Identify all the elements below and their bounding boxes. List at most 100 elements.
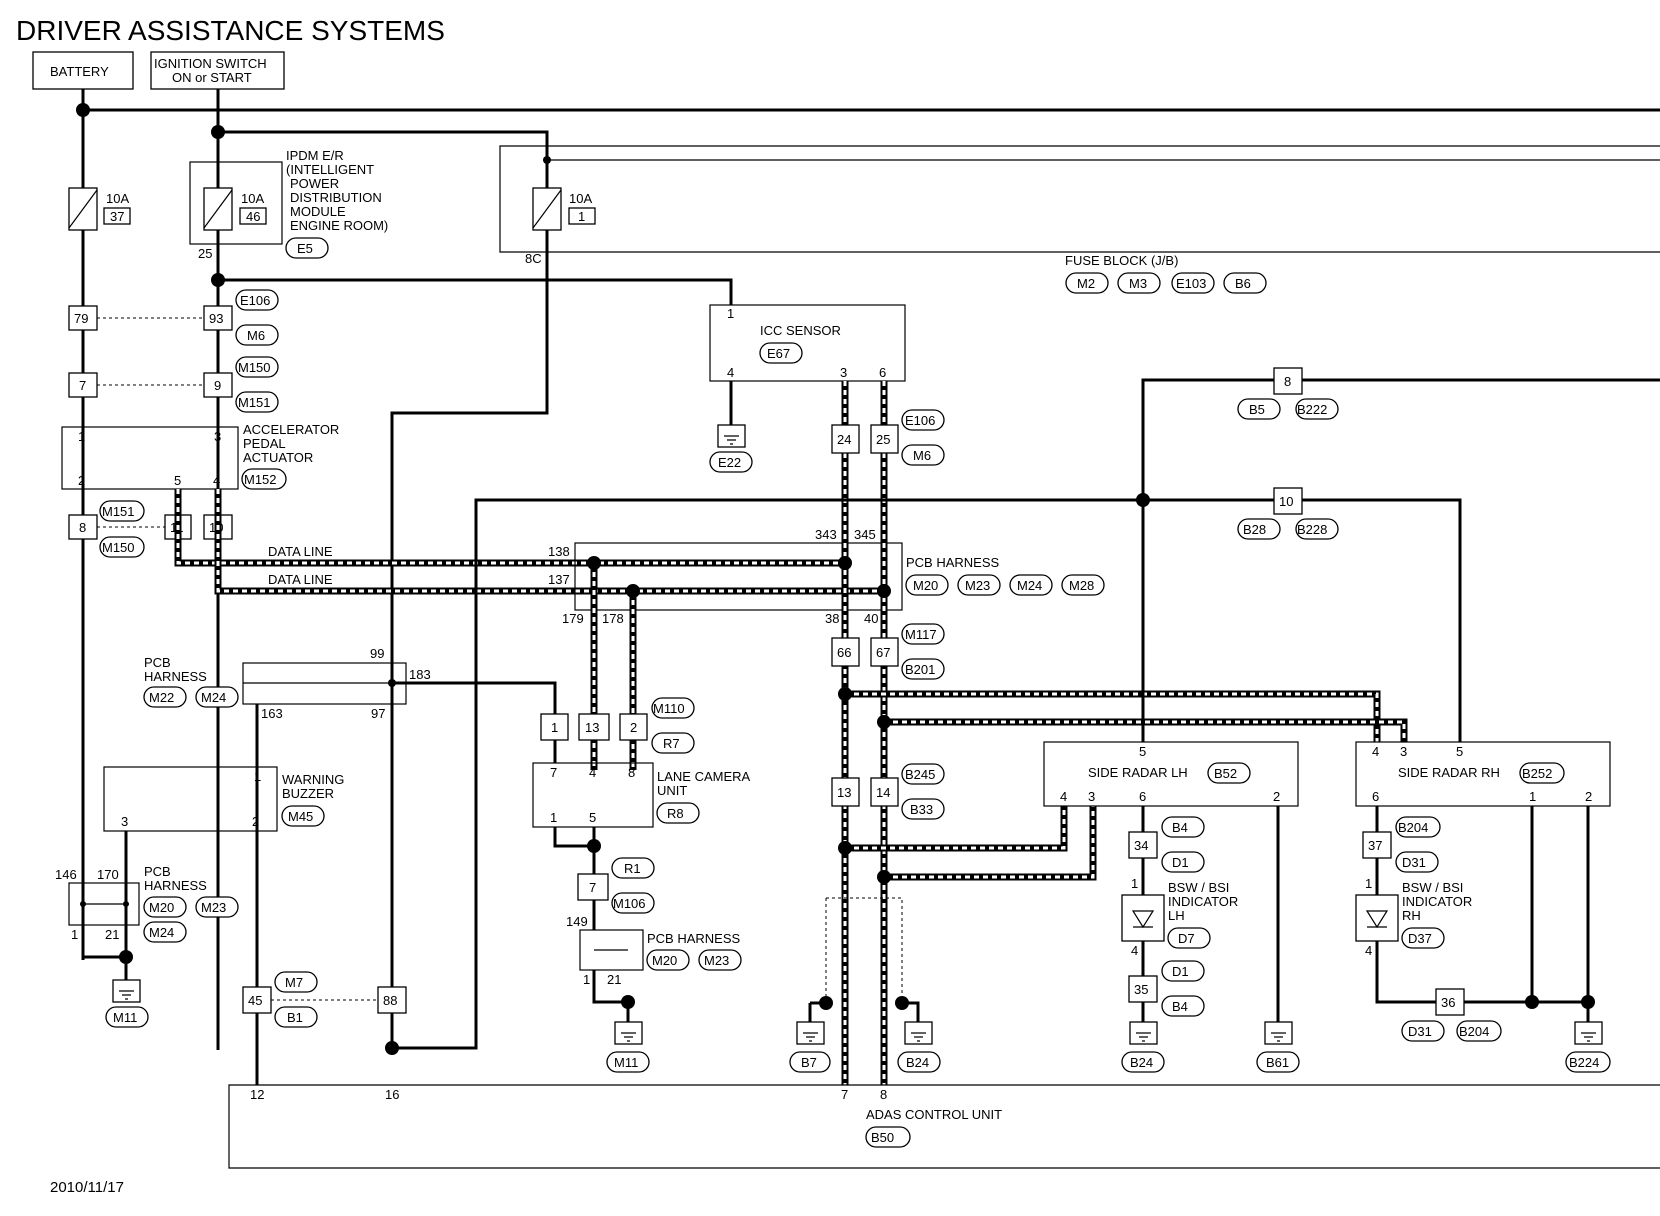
ground-b7 bbox=[789, 1051, 831, 1073]
conn-m6: M6 bbox=[247, 328, 265, 343]
terminal-9-label: 9 bbox=[214, 378, 221, 393]
conn-b4-a bbox=[1161, 816, 1205, 838]
buzzer-connector bbox=[281, 805, 325, 827]
fuse-46-number: 46 bbox=[246, 209, 260, 224]
junction-dot bbox=[385, 1041, 399, 1055]
ind-rh-connector-label: D37 bbox=[1408, 931, 1432, 946]
fuse-46-amp: 10A bbox=[241, 191, 264, 206]
fuse-37-amp: 10A bbox=[106, 191, 129, 206]
pcb-low-conn-1 bbox=[143, 896, 187, 918]
accel-pin-2: 2 bbox=[78, 473, 85, 488]
ground-b224 bbox=[1565, 1051, 1611, 1073]
conn-b204-b bbox=[1456, 1020, 1502, 1042]
can-branch-lh-1-inner bbox=[845, 806, 1066, 850]
ground-icon bbox=[112, 979, 141, 1003]
conn-b5-label: B5 bbox=[1249, 402, 1265, 417]
conn-r1 bbox=[611, 857, 655, 879]
terminal-34 bbox=[1128, 831, 1158, 859]
icc-pin-6: 6 bbox=[879, 365, 886, 380]
adas-pin-16: 16 bbox=[385, 1087, 399, 1102]
ground-icon bbox=[614, 1021, 643, 1045]
terminal-8-radar bbox=[1273, 367, 1303, 395]
battery-source: BATTERY bbox=[32, 51, 134, 90]
camera-connector bbox=[656, 802, 700, 824]
terminal-2-camera-label: 2 bbox=[630, 720, 637, 735]
terminal-67-label: 67 bbox=[876, 645, 890, 660]
conn-b33-label: B33 bbox=[910, 802, 933, 817]
ipdm-box bbox=[189, 161, 283, 245]
accel-label-2: PEDAL bbox=[243, 436, 286, 451]
ind-lh-label-1: BSW / BSI bbox=[1168, 880, 1229, 895]
ground-m11-b bbox=[606, 1051, 650, 1073]
terminal-93-label: 93 bbox=[209, 311, 223, 326]
adas-pin-8: 8 bbox=[880, 1087, 887, 1102]
conn-m151-b-label: M151 bbox=[102, 504, 135, 519]
pcb-low-pin-1: 1 bbox=[71, 927, 78, 942]
bsw-indicator-rh-icon bbox=[1355, 894, 1399, 942]
icc-label: ICC SENSOR bbox=[760, 323, 841, 338]
date-stamp: 2010/11/17 bbox=[50, 1179, 124, 1196]
ground-icon bbox=[1574, 1021, 1603, 1045]
terminal-36 bbox=[1435, 988, 1465, 1016]
pcb-cam-pin-1: 1 bbox=[583, 972, 590, 987]
ground-icon bbox=[796, 1021, 825, 1045]
conn-m117-label: M117 bbox=[905, 627, 937, 642]
conn-b5 bbox=[1237, 398, 1281, 420]
conn-b222-label: B222 bbox=[1297, 402, 1327, 417]
bsw-indicator-lh-icon bbox=[1121, 894, 1165, 942]
pcb-main-conn-2: M23 bbox=[965, 578, 990, 593]
conn-m106 bbox=[611, 892, 655, 914]
terminal-37-label: 37 bbox=[1368, 838, 1382, 853]
ground-m11-b-label: M11 bbox=[614, 1055, 638, 1070]
ind-rh-pin-4: 4 bbox=[1365, 943, 1372, 958]
terminal-7 bbox=[68, 372, 98, 398]
camera-pin-1: 1 bbox=[550, 810, 557, 825]
ground-m11-wire bbox=[83, 955, 128, 980]
junction-dot bbox=[1525, 995, 1539, 1009]
terminal-14 bbox=[870, 777, 899, 807]
pcb-harness-main-box bbox=[574, 542, 903, 611]
conn-m6-b-label: M6 bbox=[913, 448, 931, 463]
conn-b28 bbox=[1237, 518, 1281, 540]
ind-lh-pin-4: 4 bbox=[1131, 943, 1138, 958]
terminal-37 bbox=[1362, 831, 1392, 859]
radar-lh-pin-4: 4 bbox=[1060, 789, 1067, 804]
ind-lh-pin-1: 1 bbox=[1131, 876, 1138, 891]
ground-icon bbox=[1264, 1021, 1293, 1045]
pcb-left-pin-97: 97 bbox=[371, 706, 385, 721]
accelerator-actuator-box bbox=[61, 426, 239, 490]
conn-b1-label: B1 bbox=[287, 1010, 303, 1025]
pcb-main-connectors: M20 M23 M24 M28 bbox=[905, 574, 1105, 596]
conn-m151-b bbox=[99, 500, 145, 522]
junction-dot bbox=[1581, 995, 1595, 1009]
pcb-low-pin-170: 170 bbox=[97, 867, 119, 882]
ind-rh-connector bbox=[1401, 927, 1445, 949]
radar-rh-pin-3: 3 bbox=[1400, 744, 1407, 759]
ignition-label-line2: ON or START bbox=[172, 70, 252, 85]
conn-b4-b-label: B4 bbox=[1172, 999, 1188, 1014]
buzzer-pin-2: 2 bbox=[252, 814, 259, 829]
adas-label: ADAS CONTROL UNIT bbox=[866, 1107, 1002, 1122]
radar-lh-pin-5: 5 bbox=[1139, 744, 1146, 759]
conn-d31-b bbox=[1401, 1020, 1445, 1042]
radar-lh-pin-3: 3 bbox=[1088, 789, 1095, 804]
pcb-left-conn-1-label: M22 bbox=[149, 690, 174, 705]
pcb-cam-conn-1-label: M20 bbox=[652, 953, 677, 968]
pcb-low-conn-3-label: M24 bbox=[149, 925, 174, 940]
terminal-67 bbox=[870, 637, 899, 667]
ignition-label-line1: IGNITION SWITCH bbox=[154, 56, 267, 71]
fuse-block-label: FUSE BLOCK (J/B) bbox=[1065, 253, 1178, 268]
pcb-low-conn-1-label: M20 bbox=[149, 900, 174, 915]
accel-label-1: ACCELERATOR bbox=[243, 422, 339, 437]
pcb-left-pin-183: 183 bbox=[409, 667, 431, 682]
buzzer-label-2: BUZZER bbox=[282, 786, 334, 801]
ind-lh-label-2: INDICATOR bbox=[1168, 894, 1238, 909]
fuse-1-number: 1 bbox=[578, 209, 585, 224]
pcb-cam-ground-wire bbox=[592, 970, 630, 1022]
conn-m151: M151 bbox=[238, 395, 271, 410]
ground-icon bbox=[904, 1021, 933, 1045]
pcb-harness-cam-box bbox=[579, 929, 644, 971]
ground-b24-a bbox=[897, 1051, 941, 1073]
conn-e106: E106 bbox=[240, 293, 270, 308]
ind-lh-connector bbox=[1167, 927, 1211, 949]
